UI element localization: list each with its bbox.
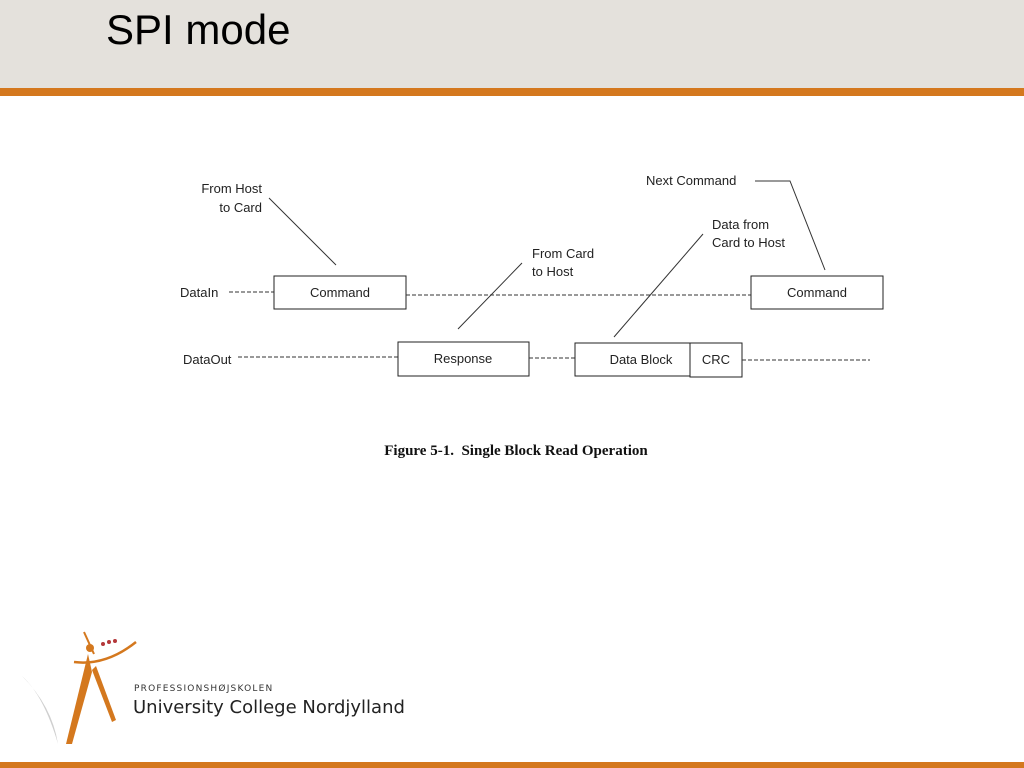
figure-caption: Figure 5-1. Single Block Read Operation xyxy=(384,443,648,459)
response-box xyxy=(397,341,530,377)
callout-data-from-leader xyxy=(613,233,704,338)
data-block-box xyxy=(574,342,709,377)
logo-figure-icon xyxy=(22,631,137,744)
command-box-1-label: Command xyxy=(310,285,370,300)
title-divider xyxy=(0,88,1024,96)
row-label-dataout: DataOut xyxy=(183,352,232,367)
callout-next-command-leader xyxy=(755,180,826,271)
callout-next-command: Next Command xyxy=(646,173,736,188)
title-bar: SPI mode xyxy=(0,0,1024,88)
bottom-divider xyxy=(0,762,1024,768)
logo-name: University College Nordjylland xyxy=(133,697,405,718)
callout-from-host-line2: to Card xyxy=(219,200,262,215)
callout-data-from-line1: Data from xyxy=(712,217,769,232)
row-label-datain: DataIn xyxy=(180,285,218,300)
callout-from-host-leader xyxy=(268,197,337,266)
command-box-2 xyxy=(750,275,884,310)
callout-from-card-line1: From Card xyxy=(532,246,594,261)
college-logo: PROFESSIONSHØJSKOLEN University College … xyxy=(14,626,414,756)
crc-box xyxy=(689,342,743,378)
callout-data-from-line2: Card to Host xyxy=(712,235,785,250)
slide-title: SPI mode xyxy=(106,6,291,53)
command-box-2-label: Command xyxy=(787,285,847,300)
response-box-label: Response xyxy=(434,351,493,366)
callout-from-host-line1: From Host xyxy=(201,181,262,196)
command-box-1 xyxy=(273,275,407,310)
crc-box-label: CRC xyxy=(702,352,730,367)
data-block-box-label: Data Block xyxy=(610,352,673,367)
logo-subtitle: PROFESSIONSHØJSKOLEN xyxy=(134,684,274,694)
callout-from-card-line2: to Host xyxy=(532,264,574,279)
callout-from-card-leader xyxy=(457,262,523,330)
